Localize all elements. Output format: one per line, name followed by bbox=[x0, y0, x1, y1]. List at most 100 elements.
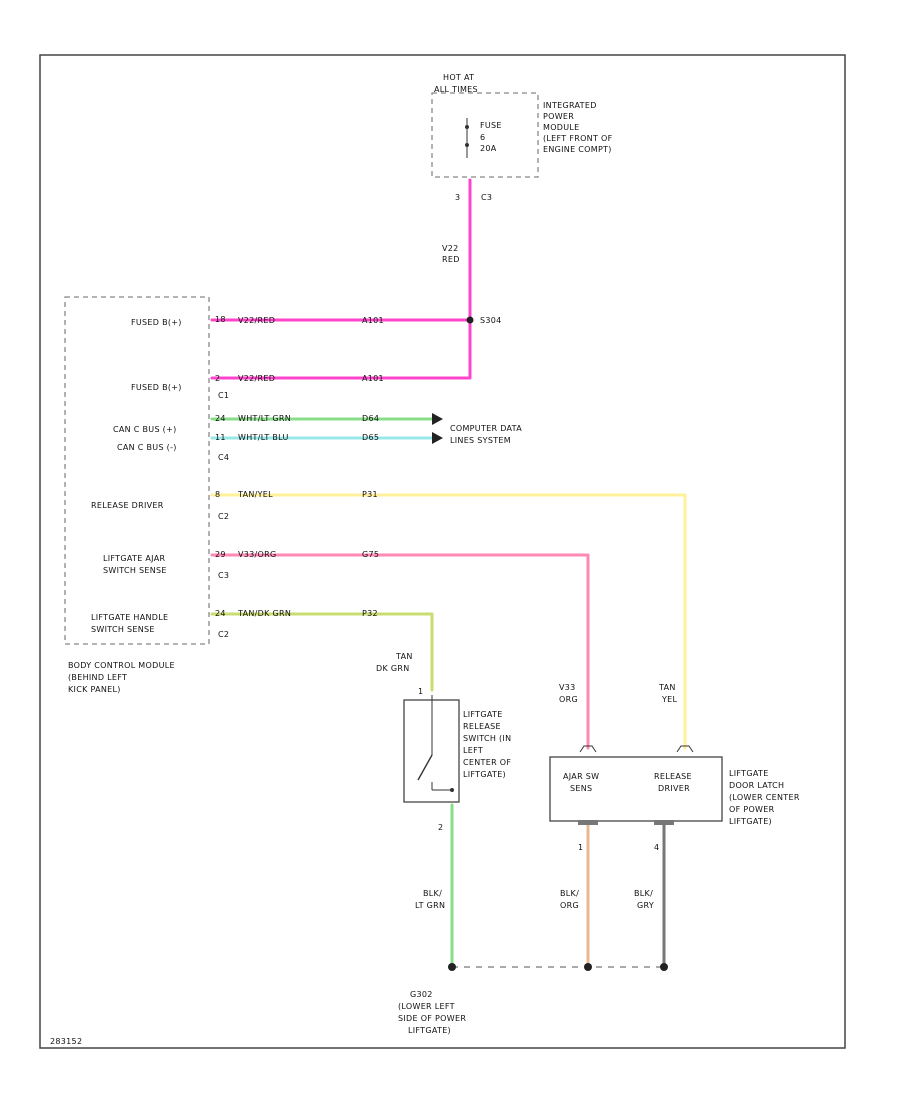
data-link-label-2: LINES SYSTEM bbox=[450, 436, 511, 445]
power-module-label-1: INTEGRATED bbox=[543, 101, 597, 110]
bcm-pin-label: RELEASE DRIVER bbox=[91, 501, 164, 510]
latch-connector-top-icon bbox=[579, 745, 694, 753]
arrow-can-plus-icon bbox=[432, 413, 443, 425]
latch-wire-ajar-2: ORG bbox=[559, 695, 578, 704]
switch-label-6: LIFTGATE) bbox=[463, 770, 506, 779]
latch-pin-ajar: 1 bbox=[578, 843, 583, 852]
switch-label-2: RELEASE bbox=[463, 722, 501, 731]
bcm-pin-label: FUSED B(+) bbox=[131, 318, 182, 327]
bcm-connector-id: C4 bbox=[218, 453, 229, 462]
hot-label-line2: ALL TIMES bbox=[434, 85, 478, 94]
bcm-label-line2: (BEHIND LEFT bbox=[68, 673, 127, 682]
bcm-pin-number: 11 bbox=[215, 433, 226, 442]
latch-label-3: (LOWER CENTER bbox=[729, 793, 800, 802]
bcm-wire-color: WHT/LT BLU bbox=[238, 433, 289, 442]
latch-connector-bottom-icon bbox=[578, 820, 674, 825]
latch-pin-ground: 4 bbox=[654, 843, 659, 852]
bcm-connector-id: C1 bbox=[218, 391, 229, 400]
bcm-pin-label: CAN C BUS (+) bbox=[113, 425, 177, 434]
latch-release-label-2: DRIVER bbox=[658, 784, 690, 793]
bcm-pin-row: FUSED B(+) 2 V22/RED A101 C1 bbox=[131, 374, 384, 400]
ground-node-icon bbox=[448, 963, 456, 971]
switch-wire-out-1: BLK/ bbox=[423, 889, 442, 898]
power-module-label-2: POWER bbox=[543, 112, 574, 121]
fuse-symbol bbox=[465, 118, 469, 158]
bcm-pin-number: 8 bbox=[215, 490, 220, 499]
bcm-circuit: G75 bbox=[362, 550, 379, 559]
feed-wire-circuit: V22 bbox=[442, 244, 459, 253]
switch-label-3: SWITCH (IN bbox=[463, 734, 511, 743]
latch-wire-ajar-1: V33 bbox=[559, 683, 576, 692]
bcm-box bbox=[64, 296, 210, 645]
latch-label-5: LIFTGATE) bbox=[729, 817, 772, 826]
power-connector-id: C3 bbox=[481, 193, 492, 202]
ground-label-3: SIDE OF POWER bbox=[398, 1014, 466, 1023]
bcm-pin-row: FUSED B(+) 18 V22/RED A101 bbox=[131, 315, 384, 327]
bcm-pin-row: CAN C BUS (+) 24 WHT/LT GRN D64 bbox=[113, 414, 379, 434]
wire-ajar-sense bbox=[210, 553, 590, 750]
bcm-pin-label: CAN C BUS (-) bbox=[117, 443, 177, 452]
bcm-pin-label: LIFTGATE HANDLE bbox=[91, 613, 168, 622]
ground-node-icon bbox=[584, 963, 592, 971]
bcm-wire-color: TAN/YEL bbox=[237, 490, 273, 499]
bcm-pin-number: 24 bbox=[215, 609, 226, 618]
power-module-label-3: MODULE bbox=[543, 123, 580, 132]
fuse-label-line3: 20A bbox=[480, 144, 497, 153]
latch-label-2: DOOR LATCH bbox=[729, 781, 784, 790]
splice-dot bbox=[466, 316, 474, 324]
bcm-circuit: D65 bbox=[362, 433, 379, 442]
latch-label-1: LIFTGATE bbox=[729, 769, 769, 778]
fuse-label-line2: 6 bbox=[480, 133, 485, 142]
bcm-circuit: P32 bbox=[362, 609, 378, 618]
bcm-circuit: A101 bbox=[362, 374, 384, 383]
switch-pin-top: 1 bbox=[418, 687, 423, 696]
diagram-frame bbox=[39, 54, 846, 1049]
switch-wire-out-2: LT GRN bbox=[415, 901, 445, 910]
feed-wire-color: RED bbox=[442, 255, 460, 264]
ground-node-icon bbox=[660, 963, 668, 971]
latch-wire-release-2: YEL bbox=[661, 695, 678, 704]
bcm-label-line1: BODY CONTROL MODULE bbox=[68, 661, 175, 670]
bcm-wire-color: V22/RED bbox=[238, 316, 275, 325]
power-module-box bbox=[431, 92, 539, 178]
diagram-id: 283152 bbox=[50, 1037, 82, 1046]
bcm-pin-row: LIFTGATE HANDLE SWITCH SENSE 24 TAN/DK G… bbox=[91, 609, 378, 639]
bcm-pin-label: SWITCH SENSE bbox=[91, 625, 155, 634]
bcm-pin-number: 29 bbox=[215, 550, 226, 559]
data-link-label-1: COMPUTER DATA bbox=[450, 424, 522, 433]
bcm-pin-row: CAN C BUS (-) 11 WHT/LT BLU D65 C4 bbox=[117, 433, 379, 462]
splice-label: S304 bbox=[480, 316, 502, 325]
latch-wire-release-1: TAN bbox=[658, 683, 676, 692]
bcm-label-line3: KICK PANEL) bbox=[68, 685, 121, 694]
fuse-label-line1: FUSE bbox=[480, 121, 502, 130]
bcm-pin-label: LIFTGATE AJAR bbox=[103, 554, 165, 563]
switch-label-1: LIFTGATE bbox=[463, 710, 503, 719]
bcm-circuit: P31 bbox=[362, 490, 378, 499]
switch-wire-in-1: TAN bbox=[395, 652, 413, 661]
bcm-connector-id: C2 bbox=[218, 512, 229, 521]
latch-ajar-label-1: AJAR SW bbox=[563, 772, 599, 781]
latch-release-ground-wire-1: BLK/ bbox=[634, 889, 653, 898]
power-module-label-5: ENGINE COMPT) bbox=[543, 145, 612, 154]
ground-label-4: LIFTGATE) bbox=[408, 1026, 451, 1035]
bcm-pin-number: 18 bbox=[215, 315, 226, 324]
arrow-can-minus-icon bbox=[432, 432, 443, 444]
bcm-wire-color: V33/ORG bbox=[238, 550, 277, 559]
latch-ajar-ground-wire-1: BLK/ bbox=[560, 889, 579, 898]
ground-label-2: (LOWER LEFT bbox=[398, 1002, 455, 1011]
bcm-pin-number: 2 bbox=[215, 374, 220, 383]
bcm-pin-label: FUSED B(+) bbox=[131, 383, 182, 392]
bcm-circuit: D64 bbox=[362, 414, 379, 423]
bcm-wire-color: V22/RED bbox=[238, 374, 275, 383]
bcm-circuit: A101 bbox=[362, 316, 384, 325]
bcm-connector-id: C3 bbox=[218, 571, 229, 580]
bcm-pin-label: SWITCH SENSE bbox=[103, 566, 167, 575]
wire-release-driver bbox=[210, 493, 687, 750]
latch-release-ground-wire-2: GRY bbox=[637, 901, 654, 910]
hot-label-line1: HOT AT bbox=[443, 73, 474, 82]
switch-pin-bottom: 2 bbox=[438, 823, 443, 832]
wire-handle-sense bbox=[210, 612, 434, 692]
latch-ajar-label-2: SENS bbox=[570, 784, 592, 793]
power-module-label-4: (LEFT FRONT OF bbox=[543, 134, 613, 143]
